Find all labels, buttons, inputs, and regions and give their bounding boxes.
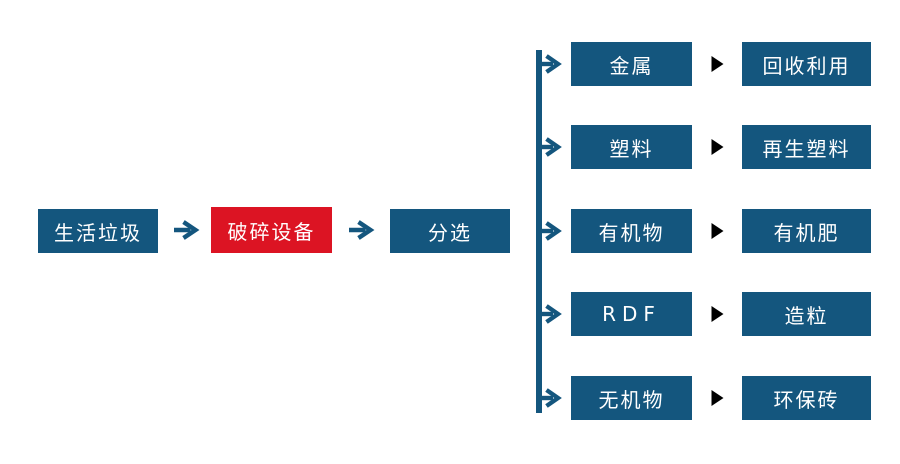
arrow-right-icon [711, 223, 724, 239]
result-node-recycled-plastic: 再生塑料 [742, 125, 871, 169]
branch-row-organic: 有机物 有机肥 [536, 209, 872, 253]
flow-node-crushing-equipment: 破碎设备 [211, 207, 332, 253]
branch-row-plastic: 塑料 再生塑料 [536, 125, 872, 169]
result-node-eco-brick: 环保砖 [742, 376, 871, 420]
branch-node-inorganic-matter: 无机物 [571, 376, 692, 420]
arrow-right-icon [711, 390, 724, 406]
branch-node-plastic: 塑料 [571, 125, 692, 169]
branch-arrow-icon [538, 304, 562, 324]
branch-node-rdf: RDF [571, 292, 692, 336]
arrow-right-icon [711, 56, 724, 72]
branch-row-metal: 金属 回收利用 [536, 42, 872, 86]
arrow-right-icon [711, 139, 724, 155]
branch-arrow-icon [538, 388, 562, 408]
branch-row-rdf: RDF 造粒 [536, 292, 872, 336]
arrow-right-icon [711, 306, 724, 322]
flow-node-household-waste: 生活垃圾 [38, 209, 158, 253]
result-node-recycling: 回收利用 [742, 42, 871, 86]
branch-arrow-icon [538, 54, 562, 74]
branch-node-organic-matter: 有机物 [571, 209, 692, 253]
branch-node-metal: 金属 [571, 42, 692, 86]
result-node-organic-fertilizer: 有机肥 [742, 209, 871, 253]
arrow-right-icon [349, 220, 375, 240]
flow-node-sorting: 分选 [390, 209, 510, 253]
branch-arrow-icon [538, 137, 562, 157]
result-node-granulation: 造粒 [742, 292, 871, 336]
branch-row-inorganic: 无机物 环保砖 [536, 376, 872, 420]
branch-arrow-icon [538, 221, 562, 241]
arrow-right-icon [174, 220, 200, 240]
